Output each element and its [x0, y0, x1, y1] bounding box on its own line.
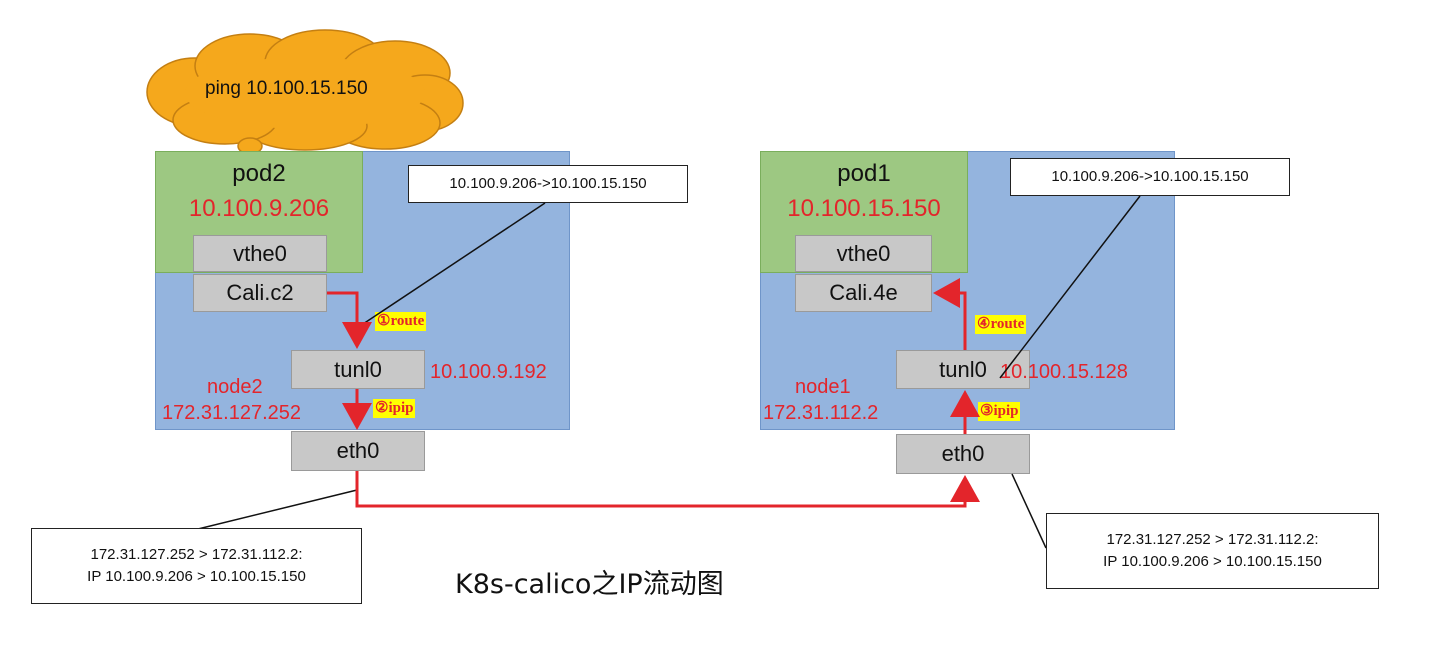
node2-ip: 172.31.127.252 [162, 402, 302, 424]
pod2-veth: vthe0 [193, 235, 327, 272]
pod1-veth: vthe0 [795, 235, 932, 272]
node2-tunl: tunl0 [291, 350, 425, 389]
right-outer-note: 172.31.127.252 > 172.31.112.2: IP 10.100… [1046, 513, 1379, 589]
step-route-4: ④route [975, 315, 1027, 334]
diagram-title: K8s-calico之IP流动图 [455, 569, 724, 600]
node2-tunl-ip: 10.100.9.192 [430, 361, 547, 383]
pod2-ip: 10.100.9.206 [188, 195, 330, 222]
left-outer-note: 172.31.127.252 > 172.31.112.2: IP 10.100… [31, 528, 362, 604]
pod2-name: pod2 [232, 160, 286, 187]
node1-tunl: tunl0 [896, 350, 1030, 389]
right-packet-note: 10.100.9.206->10.100.15.150 [1010, 158, 1290, 196]
left-packet-note: 10.100.9.206->10.100.15.150 [408, 165, 688, 203]
step-ipip-2: ②ipip [373, 399, 416, 418]
pod1-cali: Cali.4e [795, 274, 932, 312]
node1-eth: eth0 [896, 434, 1030, 474]
thought-cloud [146, 29, 464, 165]
step-route-1: ①route [375, 312, 427, 331]
right-outer-note-line1: 172.31.127.252 > 172.31.112.2: [1106, 531, 1319, 549]
node1-label: node1 [795, 376, 851, 398]
pod1-ip: 10.100.15.150 [787, 195, 941, 222]
node2-label: node2 [207, 376, 263, 398]
pod2-cali: Cali.c2 [193, 274, 327, 312]
cloud-text: ping 10.100.15.150 [205, 78, 368, 99]
node1-tunl-ip: 10.100.15.128 [1000, 361, 1128, 383]
node1-ip: 172.31.112.2 [763, 402, 879, 424]
node2-eth: eth0 [291, 431, 425, 471]
right-outer-note-line2: IP 10.100.9.206 > 10.100.15.150 [1103, 553, 1322, 570]
step-ipip-3: ③ipip [978, 402, 1021, 421]
pod1-name: pod1 [837, 160, 891, 187]
left-outer-note-line2: IP 10.100.9.206 > 10.100.15.150 [87, 568, 306, 585]
left-outer-note-line1: 172.31.127.252 > 172.31.112.2: [90, 546, 303, 564]
